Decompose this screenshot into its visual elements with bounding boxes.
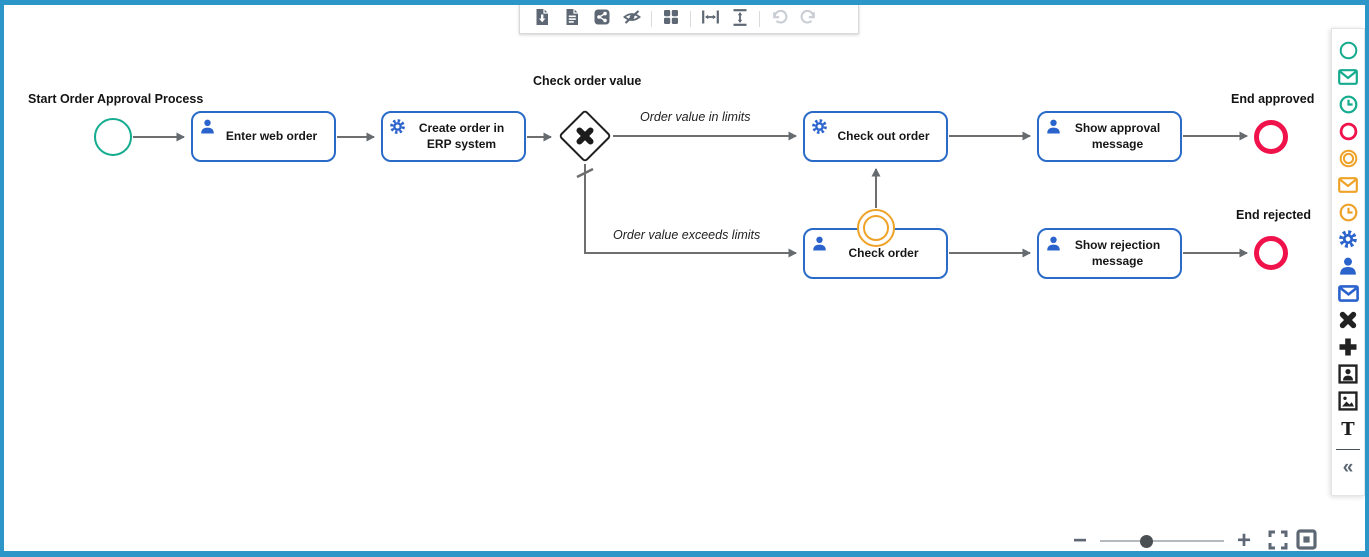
task-label: Check order (848, 245, 919, 260)
exclusive-gateway-x-icon (574, 125, 596, 147)
palette-exclusive-gateway[interactable] (1334, 308, 1362, 335)
collapse-chevrons-icon: « (1342, 457, 1354, 478)
timer-start-event-icon (1339, 95, 1358, 117)
zoom-slider[interactable] (1100, 530, 1224, 552)
start-event[interactable] (94, 118, 132, 156)
toolbar-separator (759, 10, 760, 27)
user-icon (199, 118, 216, 135)
hide-preview-icon (622, 8, 642, 29)
palette-user-image[interactable] (1334, 362, 1362, 389)
user-task-icon (1338, 256, 1358, 279)
document-icon (563, 8, 581, 29)
flow-label-exceeds-limits: Order value exceeds limits (613, 228, 761, 242)
zoom-slider-track (1100, 540, 1224, 542)
palette-timer-intermediate-event[interactable] (1334, 200, 1362, 227)
flow-label-in-limits: Order value in limits (640, 110, 751, 124)
zoom-in-button[interactable]: + (1232, 529, 1256, 553)
send-task-icon (1337, 284, 1359, 305)
task-label: Create order in ERP system (418, 120, 505, 151)
end-approved-label: End approved (1231, 92, 1315, 106)
document-button[interactable] (557, 6, 587, 32)
palette-timer-start-event[interactable] (1334, 92, 1362, 119)
user-icon (1045, 235, 1062, 252)
grid-layout-button[interactable] (656, 6, 686, 32)
fullscreen-button[interactable] (1268, 530, 1288, 553)
palette-intermediate-event[interactable] (1334, 146, 1362, 173)
task-show-approval-message[interactable]: Show approval message (1037, 111, 1182, 162)
undo-button[interactable] (764, 6, 794, 32)
task-enter-web-order[interactable]: Enter web order (191, 111, 336, 162)
export-file-button[interactable] (527, 6, 557, 32)
palette-text-annotation[interactable]: T (1334, 416, 1362, 443)
task-show-rejection-message[interactable]: Show rejection message (1037, 228, 1182, 279)
gear-icon (811, 118, 828, 135)
distribute-vertical-button[interactable] (725, 6, 755, 32)
palette-user-task[interactable] (1334, 254, 1362, 281)
undo-icon (770, 8, 788, 29)
palette-message-intermediate-event[interactable] (1334, 173, 1362, 200)
palette-service-task[interactable] (1334, 227, 1362, 254)
palette-message-start-event[interactable] (1334, 65, 1362, 92)
timer-intermediate-event-icon (1339, 203, 1358, 225)
text-annotation-icon: T (1341, 418, 1355, 440)
task-create-order-erp[interactable]: Create order in ERP system (381, 111, 526, 162)
hide-preview-button[interactable] (617, 6, 647, 32)
parallel-gateway-icon (1338, 337, 1358, 360)
end-event-approved[interactable] (1254, 120, 1288, 154)
palette-image[interactable] (1334, 389, 1362, 416)
end-rejected-label: End rejected (1236, 208, 1312, 222)
toolbar-separator (690, 10, 691, 27)
start-event-label: Start Order Approval Process (28, 92, 204, 106)
end-event-icon (1339, 122, 1358, 144)
exclusive-gateway-icon (1338, 310, 1358, 333)
palette-collapse-button[interactable]: « (1334, 454, 1362, 481)
top-toolbar (519, 4, 859, 34)
boundary-event-inner-ring (863, 215, 889, 241)
distribute-horizontal-icon (701, 8, 720, 29)
redo-icon (800, 8, 818, 29)
fit-viewport-button[interactable] (1296, 529, 1317, 553)
user-icon (811, 235, 828, 252)
task-label: Show approval message (1074, 120, 1161, 151)
zoom-out-button[interactable]: − (1068, 529, 1092, 553)
toolbar-separator (651, 10, 652, 27)
intermediate-event-icon (1339, 149, 1358, 171)
message-start-event-icon (1338, 69, 1358, 88)
palette-end-event[interactable] (1334, 119, 1362, 146)
export-file-icon (533, 8, 551, 29)
task-check-order[interactable]: Check order (803, 228, 948, 279)
grid-layout-icon (662, 8, 680, 29)
image-icon (1338, 391, 1358, 414)
zoom-controls: − + (1068, 529, 1317, 553)
fullscreen-icon (1268, 530, 1288, 553)
task-label: Enter web order (225, 128, 318, 143)
gear-icon (389, 118, 406, 135)
palette-send-task[interactable] (1334, 281, 1362, 308)
gateway-label: Check order value (533, 74, 642, 88)
share-button[interactable] (587, 6, 617, 32)
palette-parallel-gateway[interactable] (1334, 335, 1362, 362)
share-icon (593, 8, 611, 29)
end-event-rejected[interactable] (1254, 236, 1288, 270)
distribute-horizontal-button[interactable] (695, 6, 725, 32)
task-label: Show rejection message (1074, 237, 1161, 268)
palette-start-event[interactable] (1334, 38, 1362, 65)
service-task-icon (1338, 229, 1358, 252)
redo-button[interactable] (794, 6, 824, 32)
palette-divider (1336, 449, 1360, 450)
distribute-vertical-icon (731, 8, 749, 30)
zoom-slider-knob[interactable] (1139, 534, 1153, 548)
user-icon (1045, 118, 1062, 135)
shape-palette: T « (1331, 28, 1365, 496)
fit-viewport-icon (1296, 529, 1317, 553)
task-label: Check out order (837, 128, 930, 143)
user-image-icon (1338, 364, 1358, 387)
task-check-out-order[interactable]: Check out order (803, 111, 948, 162)
start-event-icon (1339, 41, 1358, 63)
boundary-intermediate-event[interactable] (857, 209, 895, 247)
message-intermediate-event-icon (1338, 177, 1358, 196)
default-flow-marker (576, 167, 594, 179)
